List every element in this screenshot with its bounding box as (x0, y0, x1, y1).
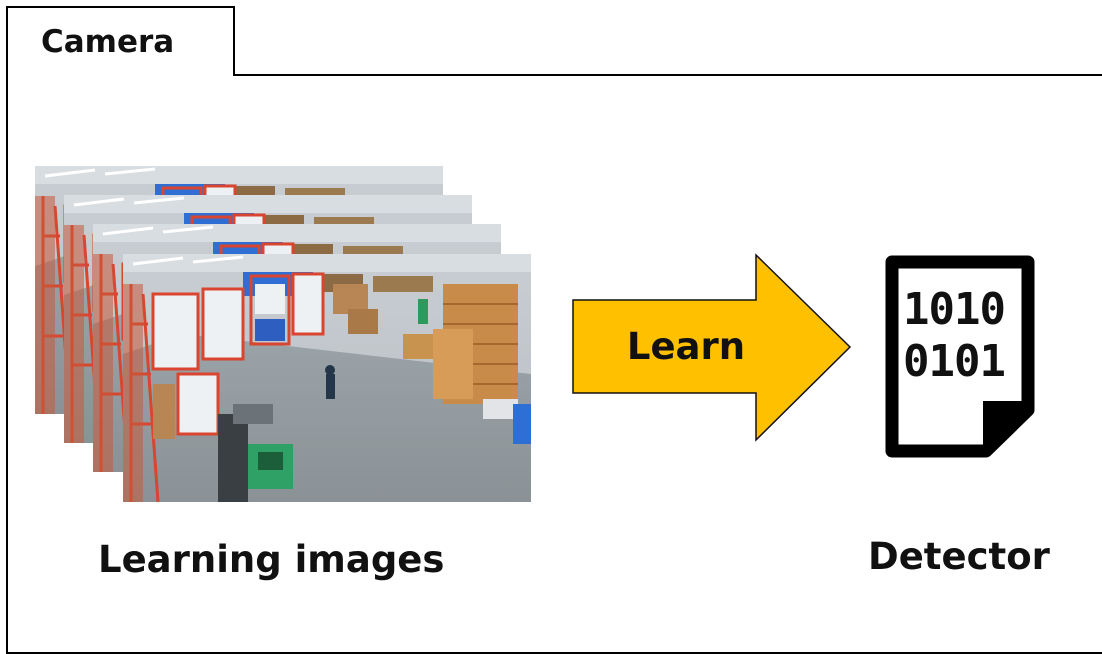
learn-label: Learn (626, 324, 746, 368)
learning-images-caption: Learning images (98, 538, 445, 581)
binary-line-2: 0101 (903, 336, 1006, 387)
detector-caption: Detector (868, 535, 1050, 578)
camera-tab-label: Camera (41, 24, 175, 60)
binary-line-1: 1010 (903, 284, 1006, 335)
camera-tab[interactable]: Camera (6, 6, 235, 76)
